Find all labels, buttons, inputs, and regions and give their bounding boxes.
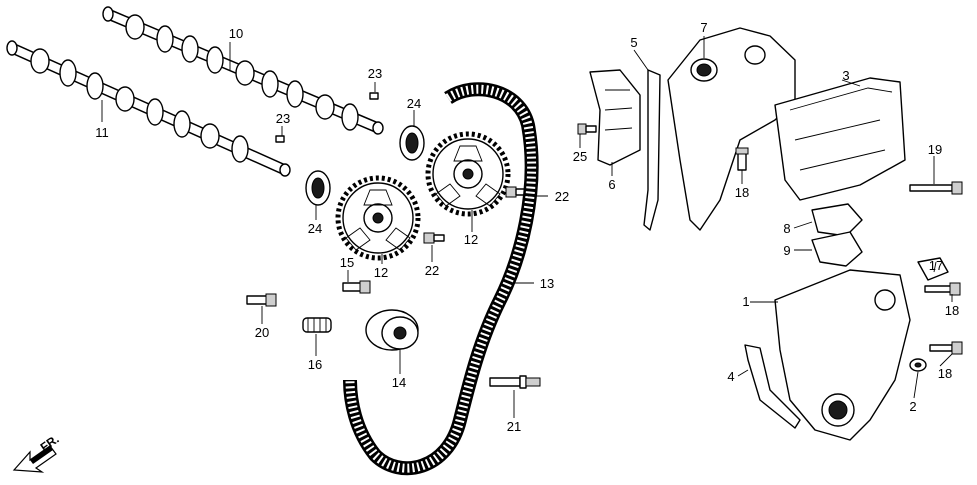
- callout-3: 3: [842, 68, 849, 83]
- washer: [909, 358, 927, 372]
- leader-lines: [101, 36, 953, 418]
- camshaft-lower: [6, 40, 291, 177]
- side-cover: [589, 69, 641, 166]
- woodruff-key-upper: [369, 92, 379, 100]
- tensioner-bolt: [489, 375, 541, 389]
- callout-18-middle: 18: [945, 303, 959, 318]
- callout-labels: 10 11 23 23 24 24 12 12 22 22 15 13 20 1…: [95, 20, 959, 434]
- callout-6: 6: [608, 177, 615, 192]
- cover-bolt-18c: [929, 341, 963, 355]
- callout-23-lower: 23: [276, 111, 290, 126]
- callout-7: 7: [700, 20, 707, 35]
- callout-4: 4: [727, 369, 734, 384]
- callout-13: 13: [540, 276, 554, 291]
- callout-11: 11: [95, 125, 109, 140]
- front-arrow-icon: [12, 445, 57, 473]
- cam-pulley-right: [425, 131, 511, 217]
- lower-cover: [774, 269, 911, 441]
- adjusting-bolt: [246, 293, 277, 307]
- camshaft-upper: [102, 6, 384, 135]
- upper-cover: [774, 77, 906, 201]
- callout-19: 19: [928, 142, 942, 157]
- callout-14: 14: [392, 375, 406, 390]
- callout-21: 21: [507, 419, 521, 434]
- back-cover: [667, 27, 796, 231]
- callout-18-bottom: 18: [938, 366, 952, 381]
- tensioner-spring: [302, 317, 332, 333]
- tensioner-stud: [342, 280, 371, 294]
- callout-20: 20: [255, 325, 269, 340]
- woodruff-key-lower: [275, 135, 285, 143]
- timing-belt: [343, 82, 539, 476]
- callout-24-upper: 24: [407, 96, 421, 111]
- cover-bracket: [917, 257, 949, 281]
- belt-tensioner: [365, 309, 419, 351]
- front-label: FR.: [38, 432, 62, 455]
- pulley-bolt-left: [423, 232, 445, 244]
- lower-gasket: [744, 344, 801, 429]
- cam-pulley-left: [335, 175, 421, 261]
- callout-1: 1: [742, 294, 749, 309]
- front-direction-marker: FR.: [12, 432, 62, 473]
- callout-12-right: 12: [464, 232, 478, 247]
- callout-22-left: 22: [425, 263, 439, 278]
- callout-18-top: 18: [735, 185, 749, 200]
- callout-15: 15: [340, 255, 354, 270]
- oil-seal-lower: [305, 170, 331, 206]
- callout-25: 25: [573, 149, 587, 164]
- callout-5: 5: [630, 35, 637, 50]
- cover-bolt-18b: [924, 282, 961, 296]
- callout-17: 17: [929, 258, 943, 273]
- oil-seal-upper: [399, 125, 425, 161]
- callout-9: 9: [783, 243, 790, 258]
- cover-gasket: [643, 69, 661, 231]
- cover-seal-8: [811, 203, 863, 237]
- callout-23-upper: 23: [368, 66, 382, 81]
- callout-2: 2: [909, 399, 916, 414]
- callout-22-right: 22: [555, 189, 569, 204]
- cover-bolt-25: [577, 123, 597, 135]
- cover-bolt-18a: [735, 147, 749, 171]
- callout-24-lower: 24: [308, 221, 322, 236]
- callout-10: 10: [229, 26, 243, 41]
- callout-12-left: 12: [374, 265, 388, 280]
- callout-16: 16: [308, 357, 322, 372]
- cover-seal-9: [811, 231, 863, 267]
- callout-8: 8: [783, 221, 790, 236]
- cover-bolt-19: [909, 181, 963, 195]
